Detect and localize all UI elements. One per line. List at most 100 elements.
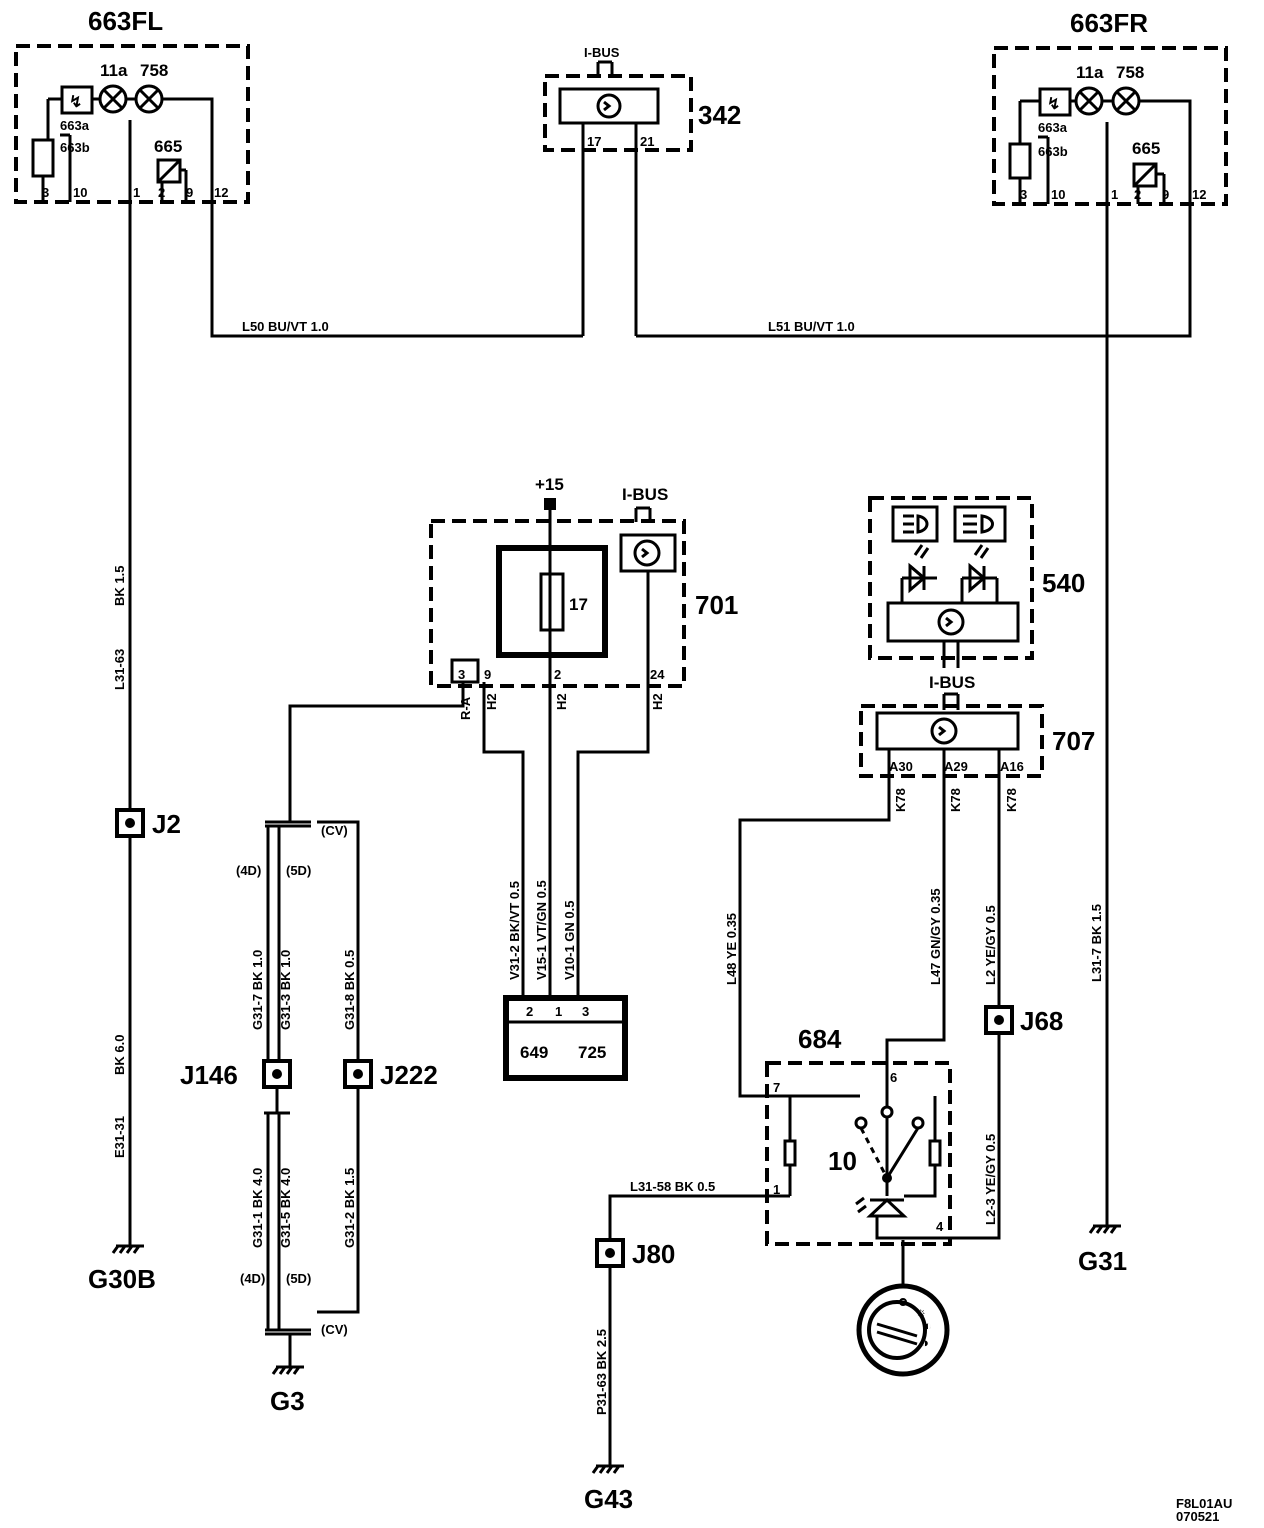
connector-num-725: 725 [578,1043,606,1062]
pin-21: 21 [640,134,654,149]
switch-10: 10 [828,1146,857,1176]
pin-1: 1 [555,1004,562,1019]
label-665: 665 [154,137,182,156]
relay-symbol: ↯ [1047,96,1060,113]
label-684: 684 [798,1024,842,1054]
wire-l31-7-label: L31-7 BK 1.5 [1089,904,1104,982]
junction-j2-label: J2 [152,809,181,839]
pin-2: 2 [1134,187,1141,202]
conn-k78: K78 [1004,788,1019,812]
bus-node-icon [633,539,661,567]
ground-g30b-icon [111,1244,144,1254]
wire-g31-3-label: G31-3 BK 1.0 [278,950,293,1030]
junction-j222-label: J222 [380,1060,438,1090]
label-758: 758 [140,61,168,80]
wire-l47-label: L47 GN/GY 0.35 [928,888,943,985]
wire-l47 [885,749,946,1096]
ground-g3-tree: (CV) (4D) (5D) G31-7 BK 1.0 G31-3 BK 1.0… [180,816,438,1416]
pin-10: 10 [73,185,87,200]
module-540 [886,601,1020,643]
label-663a: 663a [60,118,90,133]
component-663fr: 663FR ↯ 11a 758 663a 663b 665 3 10 1 2 9… [992,8,1228,206]
component-540: 540 I-BUS [868,496,1085,710]
pin-a29: A29 [944,759,968,774]
component-342: I-BUS 342 17 21 [543,45,741,336]
ground-g3-icon [271,1365,304,1375]
ground-g30b: G30B [88,1264,156,1294]
label-ibus: I-BUS [929,673,975,692]
footer-code: F8L01AU [1176,1496,1232,1511]
tag-5d: (5D) [286,863,311,878]
label-ibus: I-BUS [622,485,668,504]
svg-text:◐: ◐ [924,1318,932,1333]
tag-5d: (5D) [286,1271,311,1286]
wire-l2 [935,749,1001,1240]
wire-l48 [738,749,891,1098]
ground-g43-icon [591,1464,624,1474]
fuse-icon [539,572,565,632]
pin-9: 9 [186,185,193,200]
tag-4d: (4D) [236,863,261,878]
wire-r-a [288,682,465,816]
wire-l2-label: L2 YE/GY 0.5 [983,905,998,985]
pin-10: 10 [1051,187,1065,202]
conn-h2: H2 [554,693,569,710]
junction-j68-label: J68 [1020,1006,1063,1036]
conn-h2: H2 [650,693,665,710]
fuse-holder [496,545,608,658]
foglight-icon [891,505,939,543]
supply-terminal [544,498,556,510]
pin-a30: A30 [889,759,913,774]
label-plus15: +15 [535,475,564,494]
ground-g31-icon [1088,1224,1121,1234]
junction-j146-label: J146 [180,1060,238,1090]
module-342 [558,87,660,125]
wire-l31-63-label: L31-63 [112,649,127,690]
pin-12: 12 [1192,187,1206,202]
wire-l31-58-label: L31-58 BK 0.5 [630,1179,715,1194]
label-11a: 11a [1076,63,1104,82]
tag-4d: (4D) [240,1271,265,1286]
svg-text:☼: ☼ [915,1304,927,1319]
wire-g31-1-label: G31-1 BK 4.0 [250,1168,265,1248]
led-icon [866,1197,908,1218]
wire-g31-5-label: G31-5 BK 4.0 [278,1168,293,1248]
label-ibus: I-BUS [584,45,620,60]
label-758: 758 [1116,63,1144,82]
conn-ra: R-A [458,696,473,720]
pin-3: 3 [582,1004,589,1019]
relay-symbol: ↯ [69,94,82,111]
component-663fl: 663FL ↯ 11a 758 663a 663b 665 3 10 1 2 9… [14,6,250,204]
conn-k78: K78 [893,788,908,812]
conn-k78: K78 [948,788,963,812]
fuse-17: 17 [569,595,588,614]
wire-v10-1-label: V10-1 GN 0.5 [562,901,577,981]
pin-6: 6 [890,1070,897,1085]
wire-g31-7-label: G31-7 BK 1.0 [250,950,265,1030]
label-11a: 11a [100,61,128,80]
pin-2: 2 [554,667,561,682]
junction-j80-label: J80 [632,1239,675,1269]
wire-l2-3-label: L2-3 YE/GY 0.5 [983,1134,998,1225]
wire-g31-8-label: G31-8 BK 0.5 [342,950,357,1030]
resistor-icon [783,1139,797,1167]
pin-a16: A16 [1000,759,1024,774]
label-707: 707 [1052,726,1095,756]
bus-node-icon [596,93,622,119]
ground-g31: G31 [1078,1246,1127,1276]
pin-2: 2 [158,185,165,200]
label-663fr: 663FR [1070,8,1148,38]
ground-g3: G3 [270,1386,305,1416]
label-701: 701 [695,590,738,620]
wire-e31-31-label: E31-31 [112,1116,127,1158]
label-540: 540 [1042,568,1085,598]
pin-9: 9 [484,667,491,682]
wire-l48-label: L48 YE 0.35 [724,913,739,985]
wire-g31-2-label: G31-2 BK 1.5 [342,1168,357,1248]
bus-node-icon [937,608,965,636]
label-663fl: 663FL [88,6,163,36]
component-701: +15 I-BUS 17 701 3 9 2 24 R-A H2 H2 H2 [429,475,738,720]
label-665: 665 [1132,139,1160,158]
resistor-663b-icon [31,138,55,178]
light-switch-knob[interactable]: ☼ ◐ ◑ [856,1283,950,1377]
